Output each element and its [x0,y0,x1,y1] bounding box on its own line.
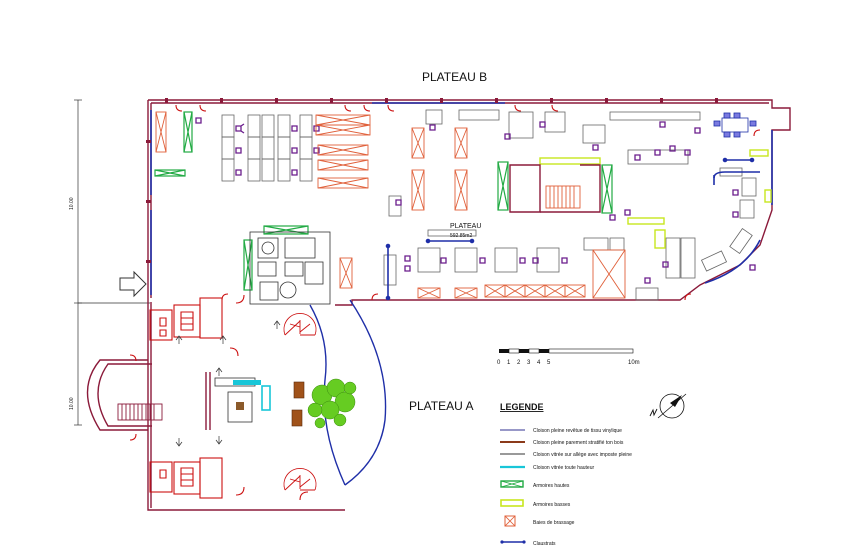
scale-label-2: 2 [517,360,521,366]
sanitary-block [249,231,331,305]
svg-text:Cloison vitrée toute hauteur: Cloison vitrée toute hauteur [533,465,594,471]
scale-label-1: 1 [507,360,511,366]
low-cabinets [539,149,772,249]
high-cabinets [154,111,613,291]
svg-text:Cloison pleine parement strati: Cloison pleine parement stratifié ton bo… [533,440,624,446]
legend-item-glass-full: Cloison vitrée toute hauteur [500,465,594,471]
legend-item-vinyl: Cloison pleine revêtue de tissu vinyliqu… [500,428,622,434]
scale-label-5: 5 [547,360,551,366]
area-name-label: PLATEAU [450,223,481,230]
legend-item-claustrats: Claustrats [500,540,556,547]
access-arrows [175,320,281,447]
svg-text:Cloison vitrée sur allège avec: Cloison vitrée sur allège avec imposte p… [533,452,632,458]
dimension-label-lower: 10.00 [69,397,75,410]
plateau-a-rooms [129,104,761,501]
scale-bar [499,348,634,354]
chairs [195,117,756,284]
core-walls [509,164,601,213]
legend-item-wood: Cloison pleine parement stratifié ton bo… [500,440,624,446]
legend-item-low-cabinets: Armoires basses [500,499,571,508]
network-racks [155,111,626,299]
plant-cluster [307,378,357,429]
plateau-a-walls [86,300,345,511]
svg-text:Baies de brassage: Baies de brassage [533,520,575,526]
perimeter-posts [146,98,718,263]
scale-label-3: 3 [527,360,531,366]
desk-group-b [221,109,757,301]
legend-title: LEGENDE [500,402,544,412]
legend-item-glass-allege: Cloison vitrée sur allège avec imposte p… [500,452,632,458]
svg-text:Claustrats: Claustrats [533,541,556,547]
scale-label-4: 4 [537,360,541,366]
legend: Cloison pleine revêtue de tissu vinyliqu… [500,428,632,547]
glass-partitions [150,102,773,486]
claustrats [385,157,760,301]
legend-item-high-cabinets: Armoires hautes [500,480,570,489]
reception-desk [214,377,305,427]
plateau-b-title: PLATEAU B [422,70,487,84]
scale-label-10m: 10m [628,360,640,366]
spiral-stairs [283,313,317,491]
rotunda-stair [117,403,163,421]
area-size-label: 592.85m2 [450,233,472,239]
scale-label-0: 0 [497,360,501,366]
conference-table [713,112,757,138]
entrance-arrow-icon [119,270,147,298]
svg-text:Armoires basses: Armoires basses [533,502,571,508]
svg-text:Cloison pleine revêtue de tiss: Cloison pleine revêtue de tissu vinyliqu… [533,428,622,434]
scale-bar-labels: 0 1 2 3 4 5 10m [497,360,640,366]
svg-text:Armoires hautes: Armoires hautes [533,483,570,489]
dimension-label-upper: 10.00 [69,197,75,210]
north-arrow-icon [649,393,687,419]
dimension-line [74,99,150,426]
legend-item-racks: Baies de brassage [504,515,575,527]
plateau-a-title: PLATEAU A [409,399,473,413]
